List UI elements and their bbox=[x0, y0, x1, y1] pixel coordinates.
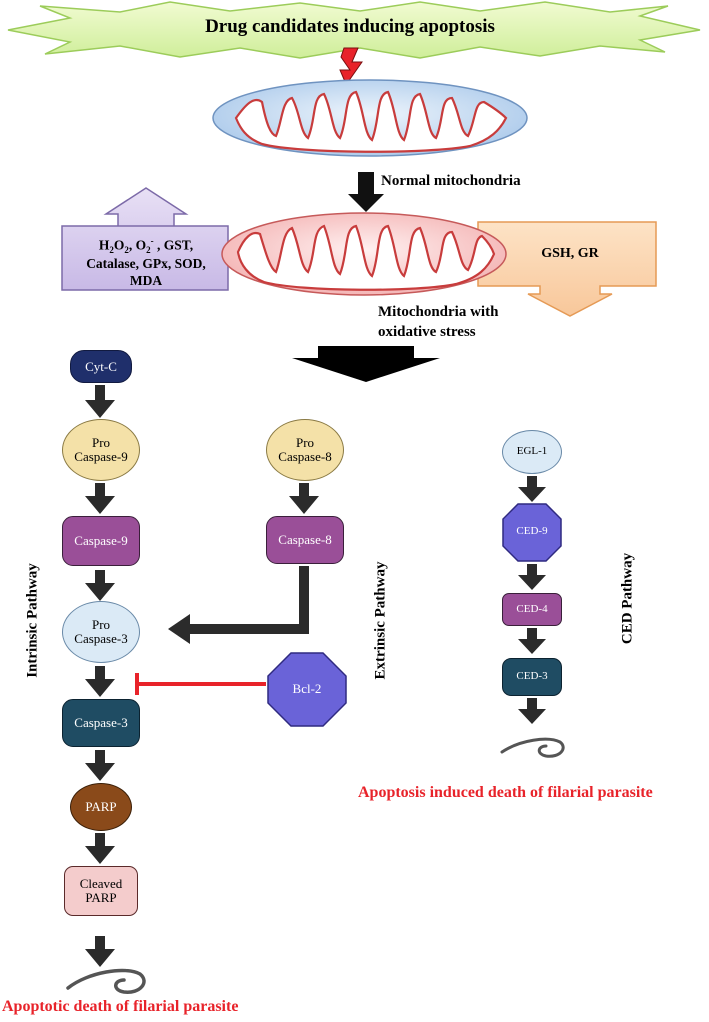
bcl2-inhibition bbox=[135, 673, 266, 695]
arrow-cytc-procasp9 bbox=[85, 385, 115, 418]
stress-mito-label-line1: Mitochondria with bbox=[378, 304, 499, 320]
caspase9-node: Caspase-9 bbox=[62, 516, 140, 566]
normal-mitochondrion-icon bbox=[212, 79, 528, 157]
arrow-procasp3-casp3 bbox=[85, 666, 115, 697]
ced-pathway-label: CED Pathway bbox=[619, 552, 636, 645]
gsh-decrease-box bbox=[477, 221, 657, 317]
arrow-egl1-ced9 bbox=[518, 476, 546, 502]
big-down-arrow bbox=[292, 346, 440, 382]
diagram-title: Drug candidates inducing apoptosis bbox=[205, 16, 495, 37]
bcl2-node: Bcl-2 bbox=[292, 681, 322, 697]
ros-box-text: H2O2, O2- , GST, Catalase, GPx, SOD, MDA bbox=[64, 236, 228, 290]
ros-box-line1: H2O2, O2- , GST, bbox=[98, 236, 194, 256]
procaspase8-line1: Pro bbox=[295, 435, 315, 451]
stressed-mitochondrion-icon bbox=[221, 212, 507, 296]
arrow-ced3-parasite bbox=[518, 698, 546, 724]
ros-box-line2: Catalase, GPx, SOD, bbox=[86, 256, 206, 272]
filarial-parasite-icon-intrinsic bbox=[66, 968, 146, 994]
ced-outcome-label: Apoptosis induced death of filarial para… bbox=[358, 784, 653, 801]
extrinsic-pathway-label: Extrinsic Pathway bbox=[372, 561, 389, 680]
procaspase3-line2: Caspase-3 bbox=[74, 631, 128, 646]
arrow-ced9-ced4 bbox=[518, 564, 546, 590]
ced9-node-shape bbox=[502, 503, 562, 562]
arrow-cleaved-parasite bbox=[85, 936, 115, 967]
procaspase3-node: Pro Caspase-3 bbox=[62, 601, 140, 663]
parp-node: PARP bbox=[70, 783, 132, 831]
intrinsic-pathway-label: Intrinsic Pathway bbox=[24, 563, 41, 678]
arrow-casp8-procasp3 bbox=[168, 566, 309, 644]
stress-mito-label-line2: oxidative stress bbox=[378, 323, 476, 340]
arrow-procasp8-casp8 bbox=[289, 483, 319, 514]
arrow-casp9-procasp3 bbox=[85, 570, 115, 601]
caspase3-node: Caspase-3 bbox=[62, 699, 140, 747]
ros-box-line3: MDA bbox=[129, 273, 163, 289]
ced9-node: CED-9 bbox=[516, 525, 548, 538]
procaspase3-line1: Pro bbox=[91, 617, 111, 633]
intrinsic-arrows bbox=[85, 385, 115, 967]
procaspase9-node: Pro Caspase-9 bbox=[62, 419, 140, 481]
cleaved-parp-line2: PARP bbox=[85, 890, 117, 905]
procaspase9-line1: Pro bbox=[91, 435, 111, 451]
extrinsic-arrows bbox=[168, 483, 319, 644]
ros-increase-box bbox=[61, 187, 229, 291]
arrow-normal-to-stress bbox=[348, 172, 384, 212]
cytc-node: Cyt-C bbox=[70, 350, 132, 383]
bcl2-node-shape bbox=[267, 652, 347, 727]
procaspase8-line2: Caspase-8 bbox=[278, 449, 332, 464]
gsh-box-text: GSH, GR bbox=[541, 246, 599, 261]
cleaved-parp-node: Cleaved PARP bbox=[64, 866, 138, 916]
ced-arrows bbox=[518, 476, 546, 724]
arrow-casp3-parp bbox=[85, 750, 115, 781]
normal-mito-label: Normal mitochondria bbox=[381, 173, 521, 189]
arrow-parp-cleaved bbox=[85, 833, 115, 864]
ced3-node: CED-3 bbox=[502, 658, 562, 696]
intrinsic-outcome-label: Apoptotic death of filarial parasite bbox=[2, 998, 239, 1015]
title-starburst bbox=[7, 1, 701, 59]
procaspase8-node: Pro Caspase-8 bbox=[266, 419, 344, 481]
egl1-node: EGL-1 bbox=[502, 430, 562, 474]
arrow-ced4-ced3 bbox=[518, 628, 546, 654]
procaspase9-line2: Caspase-9 bbox=[74, 449, 128, 464]
arrow-procasp9-casp9 bbox=[85, 483, 115, 514]
cleaved-parp-line1: Cleaved bbox=[79, 876, 123, 892]
caspase8-node: Caspase-8 bbox=[266, 516, 344, 564]
filarial-parasite-icon-ced bbox=[500, 737, 565, 758]
stress-mito-label: Mitochondria with oxidative stress bbox=[378, 303, 498, 342]
ced4-node: CED-4 bbox=[502, 593, 562, 626]
